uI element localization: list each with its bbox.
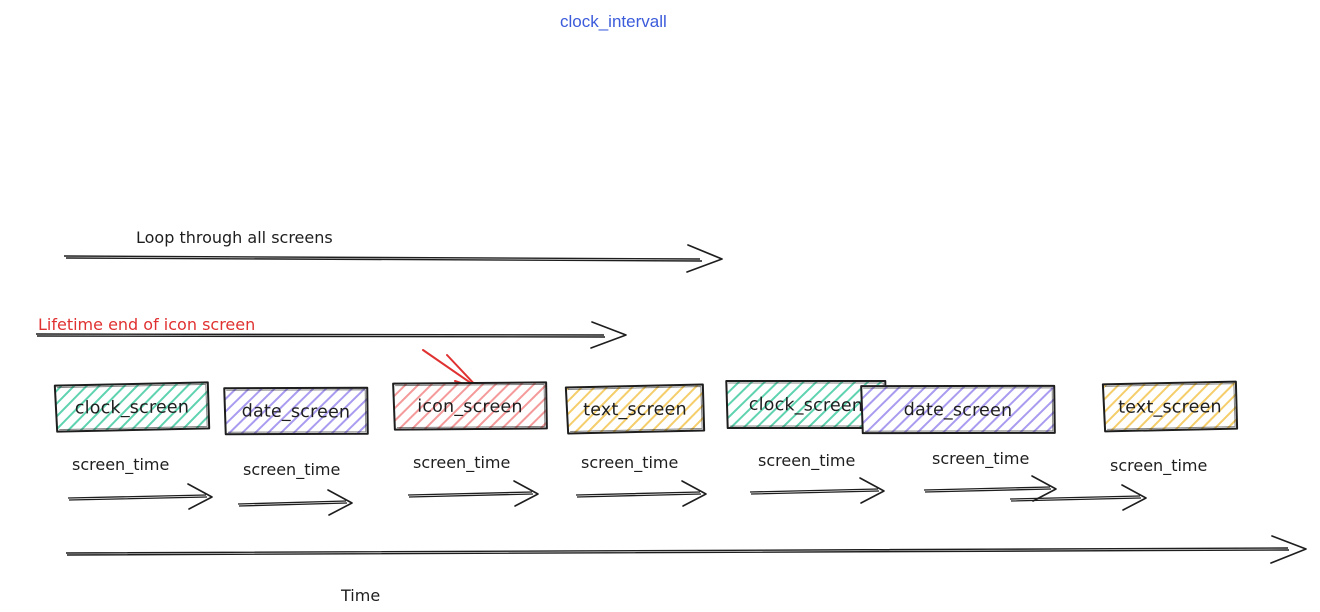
- screen-box-label: clock_screen: [749, 395, 864, 416]
- screen-time-arrow-shaft: [1009, 495, 1142, 502]
- time-axis-group: Time: [65, 535, 1307, 605]
- screen-box-outline-sketch: [567, 386, 703, 432]
- loop-arrow-group: Loop through all screens: [63, 228, 723, 273]
- screen-time-group: screen_time: [407, 453, 539, 507]
- screen-box-label: text_screen: [1118, 397, 1222, 418]
- screen-time-arrow-shaft: [575, 491, 702, 498]
- screen-box-outline-sketch: [226, 389, 367, 433]
- screen-box-fill: [1103, 382, 1237, 431]
- loop-arrow-head: [686, 244, 723, 273]
- screen-time-label: screen_time: [72, 455, 169, 475]
- screen-box-outline: [53, 381, 211, 433]
- screen-box-outline-sketch: [56, 383, 208, 431]
- screen-time-arrow-shaft: [749, 488, 880, 495]
- screen-box-outline: [223, 386, 369, 436]
- screen-time-label: screen_time: [581, 453, 678, 473]
- screen-time-label: screen_time: [1110, 456, 1207, 476]
- page-title: clock_intervall: [560, 12, 667, 31]
- screen-time-group: screen_time: [923, 449, 1057, 502]
- screen-time-label: screen_time: [758, 451, 855, 471]
- screen-time-label: screen_time: [243, 460, 340, 480]
- screen-box-outline-sketch: [1104, 383, 1236, 430]
- screen-time-label: screen_time: [413, 453, 510, 473]
- screen-time-group: screen_time: [575, 453, 707, 507]
- lifetime-arrow-group: Lifetime end of icon screen: [35, 315, 627, 349]
- screen-time-group: screen_time: [67, 455, 213, 510]
- screen-box[interactable]: text_screen: [1101, 380, 1239, 433]
- screen-time-arrow-shaft: [237, 500, 348, 507]
- lifetime-arrow-shaft: [35, 333, 606, 338]
- screen-box-fill: [224, 387, 368, 435]
- screen-time-arrow-head: [513, 480, 539, 507]
- screen-box-outline-sketch: [395, 383, 546, 429]
- red-arrow-shaft: [422, 349, 479, 389]
- screen-box-fill: [393, 382, 547, 430]
- screen-time-arrow-head: [681, 480, 707, 507]
- screen-time-arrow-head: [187, 483, 213, 510]
- screen-boxes-layer: clock_screen date_screen icon_screen text_s…: [53, 379, 1239, 436]
- screen-box-outline: [564, 383, 706, 435]
- screen-box-label: date_screen: [904, 400, 1013, 421]
- screen-box-outline: [1101, 380, 1239, 433]
- screen-box-label: date_screen: [242, 401, 351, 422]
- screen-box-outline-sketch: [863, 387, 1054, 432]
- screen-time-group: screen_time: [749, 451, 885, 504]
- screen-box-label: clock_screen: [75, 398, 189, 419]
- screen-box-label: text_screen: [583, 400, 687, 421]
- loop-arrow-shaft: [63, 255, 703, 262]
- screen-box-fill: [55, 383, 209, 431]
- loop-arrow-label: Loop through all screens: [136, 228, 333, 247]
- screen-time-arrow-shaft: [407, 491, 534, 498]
- screen-time-arrow-head: [859, 477, 885, 504]
- screen-time-arrow-shaft: [67, 494, 208, 501]
- screen-box-outline: [860, 384, 1056, 435]
- screen-box-outline: [392, 381, 548, 431]
- screen-time-arrow-shaft: [923, 486, 1052, 493]
- screen-box-fill: [861, 385, 1055, 434]
- screen-box[interactable]: clock_screen: [53, 381, 211, 433]
- time-axis-arrow-head: [1270, 535, 1307, 564]
- lifetime-arrow-head: [590, 321, 627, 349]
- screen-box-fill: [566, 385, 704, 433]
- screen-time-arrow-head: [1121, 484, 1147, 511]
- screen-box-fill: [726, 380, 886, 429]
- screen-time-label: screen_time: [932, 449, 1029, 469]
- screen-time-group: screen_time: [1009, 456, 1207, 511]
- screen-box[interactable]: date_screen: [860, 384, 1056, 435]
- screen-box-label: icon_screen: [417, 397, 523, 418]
- screen-time-group: screen_time: [237, 460, 353, 516]
- time-axis-label: Time: [340, 586, 380, 605]
- screen-time-layer: screen_time screen_time screen_time screen_…: [67, 449, 1207, 516]
- time-axis-shaft: [65, 547, 1290, 556]
- screen-box[interactable]: text_screen: [564, 383, 706, 435]
- screen-time-arrow-head: [1031, 475, 1057, 502]
- screen-box[interactable]: icon_screen: [392, 381, 548, 431]
- lifetime-arrow-label: Lifetime end of icon screen: [38, 315, 255, 334]
- screen-time-arrow-head: [327, 489, 353, 516]
- screen-box[interactable]: date_screen: [223, 386, 369, 436]
